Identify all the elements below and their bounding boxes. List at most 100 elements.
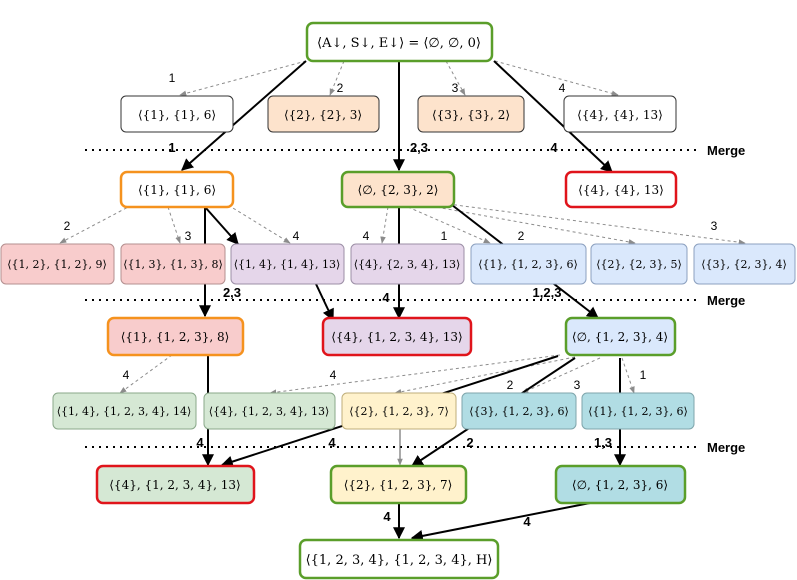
edge-label: 3	[452, 81, 459, 95]
merge-label-3: Merge	[707, 440, 745, 455]
node-m3b: ⟨{2}, {1, 2, 3}, 7⟩	[344, 478, 453, 492]
node-r7-box	[693, 243, 796, 285]
node-r2: ⟨{1, 3}, {1, 3}, 8⟩	[123, 258, 223, 271]
node-s1-box	[52, 392, 197, 430]
edge-label: 4	[382, 290, 390, 305]
node-r3: ⟨{1, 4}, {1, 4}, 13⟩	[234, 258, 341, 271]
node-m1c: ⟨{4}, {4}, 13⟩	[578, 183, 664, 197]
edge-label: 4	[559, 81, 566, 95]
node-s2-box	[203, 392, 336, 430]
node-c2-box	[267, 95, 380, 133]
edge-label: 1	[169, 71, 176, 85]
node-root: ⟨A↓, S↓, E↓⟩ = ⟨∅, ∅, 0⟩	[317, 36, 481, 51]
node-r6-box	[590, 243, 688, 285]
node-m2c: ⟨∅, {1, 2, 3}, 4⟩	[572, 330, 668, 344]
node-c4: ⟨{4}, {4}, 13⟩	[577, 108, 663, 122]
merge-label-1: Merge	[707, 143, 745, 158]
gray-edge-m2a-s1	[119, 354, 173, 394]
node-m1c-box	[564, 170, 678, 209]
edge-label: 4	[330, 368, 337, 382]
edge-label: 1	[168, 140, 175, 155]
gray-edge-m1b-r4	[380, 206, 389, 244]
edge-r3-m2b	[315, 283, 334, 322]
edge-label: 2,3	[223, 285, 241, 300]
edge-label: 2	[518, 229, 525, 243]
node-r4-box	[350, 243, 465, 285]
node-r7: ⟨{3}, {2, 3}, 4⟩	[701, 258, 787, 271]
gray-edge-m2c-s3	[394, 356, 576, 395]
node-final: ⟨{1, 2, 3, 4}, {1, 2, 3, 4}, H⟩	[306, 553, 493, 568]
node-c2: ⟨{2}, {2}, 3⟩	[284, 108, 362, 122]
gray-edge-root-c2	[329, 60, 345, 96]
edge-label: 1,3	[594, 435, 612, 450]
edge-label: 1	[441, 229, 448, 243]
node-s2: ⟨{4}, {1, 2, 3, 4}, 13⟩	[209, 405, 330, 418]
node-root-box	[305, 21, 494, 63]
gray-edge-m1b-r7	[447, 203, 746, 245]
gray-edge-m2c-s2	[269, 354, 561, 395]
gray-edge-m2c-s4	[521, 357, 601, 394]
node-m2b-box	[321, 316, 473, 357]
edge-m1a-m2a-b	[204, 206, 239, 245]
node-m3a-box	[95, 464, 256, 505]
edge-label: 4	[196, 435, 204, 450]
edge-label: 3	[185, 229, 192, 243]
edge-label: 3	[711, 219, 718, 233]
node-r3-box	[230, 243, 345, 285]
node-m3b-box	[329, 464, 468, 505]
node-m3a: ⟨{4}, {1, 2, 3, 4}, 13⟩	[109, 478, 241, 492]
node-r5: ⟨{1}, {1, 2, 3}, 6⟩	[478, 258, 578, 271]
node-s3-box	[341, 392, 457, 430]
node-final-box	[298, 538, 500, 580]
node-s5: ⟨{1}, {1, 2, 3}, 6⟩	[588, 405, 688, 418]
node-s5-box	[581, 392, 695, 430]
gray-edge-root-c1	[179, 60, 307, 97]
node-m2c-box	[564, 316, 677, 357]
node-m1a: ⟨{1}, {1}, 6⟩	[138, 183, 216, 197]
node-m1a-box	[119, 170, 235, 209]
edge-label: 3	[574, 378, 581, 392]
merge-label-2: Merge	[707, 293, 745, 308]
node-r1: ⟨{1, 2}, {1, 2}, 9⟩	[7, 258, 107, 271]
edge-label: 4	[523, 514, 531, 529]
gray-edge-m1b-r5	[407, 206, 491, 244]
edge-label: 4	[328, 435, 336, 450]
edge-label: 1	[640, 368, 647, 382]
node-m1b: ⟨∅, {2, 3}, 2⟩	[358, 183, 439, 197]
edge-root-m1c	[493, 60, 613, 173]
node-r5-box	[470, 243, 587, 285]
node-r4: ⟨{4}, {2, 3, 4}, 13⟩	[354, 258, 461, 271]
node-s1: ⟨{1, 4}, {1, 2, 3, 4}, 14⟩	[57, 405, 192, 418]
node-s4: ⟨{3}, {1, 2, 3}, 6⟩	[469, 405, 569, 418]
node-m2b: ⟨{4}, {1, 2, 3, 4}, 13⟩	[331, 330, 463, 344]
edge-label: 4	[550, 140, 558, 155]
edge-m3c-final	[410, 502, 591, 542]
edge-label: 4	[293, 229, 300, 243]
node-m3c: ⟨∅, {1, 2, 3}, 6⟩	[572, 478, 668, 492]
edge-label: 4	[123, 368, 130, 382]
edge-label: 2	[64, 219, 71, 233]
node-c1: ⟨{1}, {1}, 6⟩	[138, 108, 216, 122]
node-m2a-box	[106, 316, 245, 357]
node-c1-box	[120, 95, 234, 133]
node-m1b-box	[340, 170, 456, 209]
edge-label: 4	[363, 229, 370, 243]
gray-edge-m1a-r3	[227, 204, 291, 244]
gray-edge-m1a-r1	[59, 204, 133, 244]
node-m3c-box	[554, 464, 687, 505]
edge-root-m1a	[181, 60, 307, 171]
node-c4-box	[563, 95, 677, 133]
edge-label: 2	[466, 435, 473, 450]
edge-label: 2,3	[410, 140, 428, 155]
node-r6: ⟨{2}, {2, 3}, 5⟩	[596, 258, 682, 271]
node-r1-box	[0, 243, 115, 285]
edge-label: 2	[507, 378, 514, 392]
edge-label: 1,2,3	[533, 285, 562, 300]
node-s4-box	[461, 392, 577, 430]
edge-label: 4	[383, 509, 391, 524]
node-c3-box	[417, 95, 525, 133]
gray-edge-m2c-s5	[621, 357, 635, 394]
node-c3: ⟨{3}, {3}, 2⟩	[432, 108, 510, 122]
gray-edge-m1a-r2	[167, 206, 181, 244]
